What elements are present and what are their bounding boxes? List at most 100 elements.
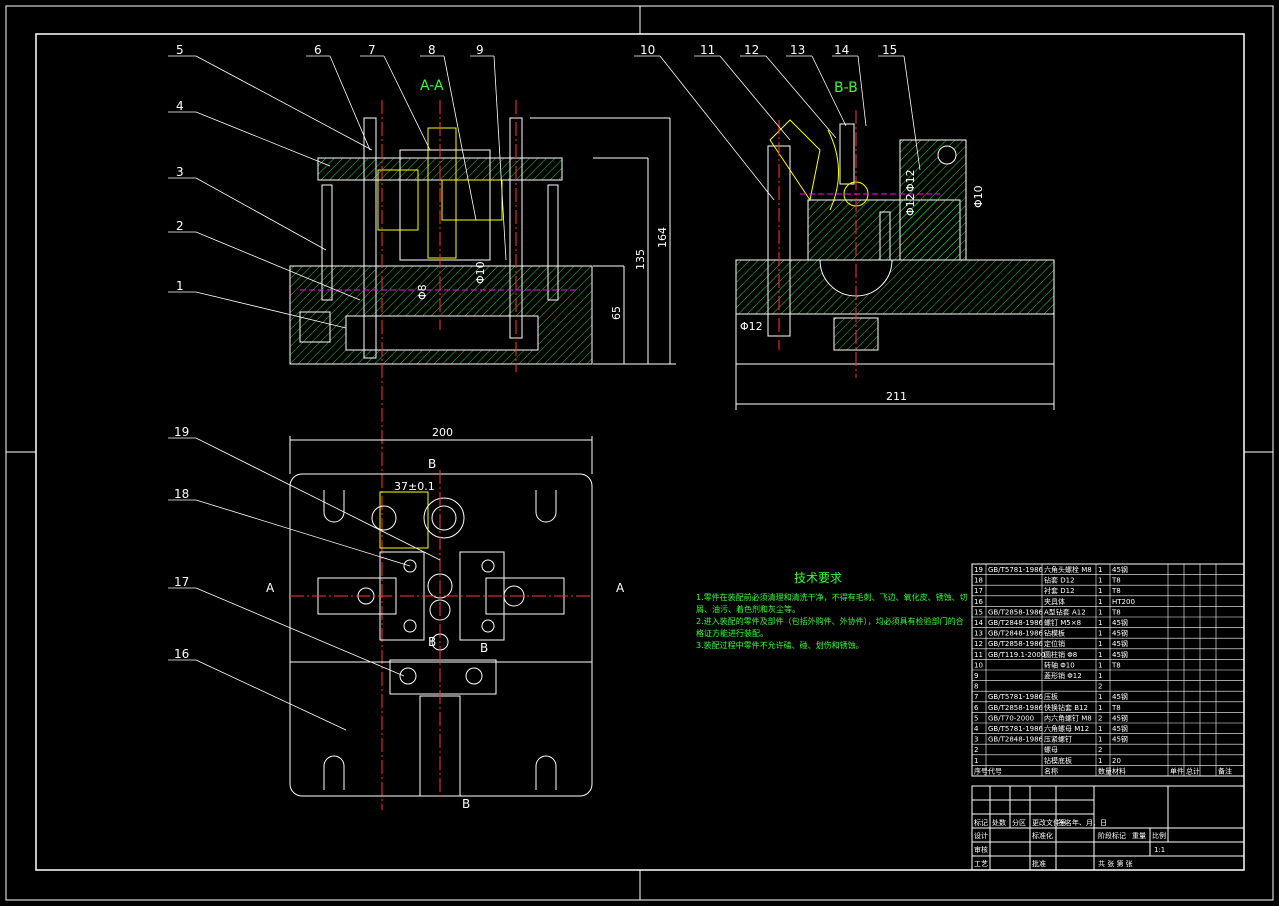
- tb-review: 审核: [974, 845, 988, 854]
- bom-cell-std: GB/T2858-1986: [988, 608, 1044, 616]
- section-b-bottom: B: [462, 797, 470, 811]
- bom-cell-name: 转轴 Φ10: [1044, 660, 1075, 669]
- bom-cell-mat: T8: [1111, 577, 1121, 585]
- bom-cell-qty: 2: [1098, 746, 1102, 754]
- bom-cell-no: 4: [974, 725, 979, 733]
- drawing-frame: [5, 5, 1274, 901]
- bom-cell-no: 2: [974, 746, 978, 754]
- balloon-3: 3: [176, 165, 184, 179]
- bom-cell-qty: 1: [1098, 577, 1102, 585]
- bom-cell-std: GB/T119.1-2000: [988, 651, 1045, 659]
- tb-date: 年、月、日: [1072, 818, 1107, 827]
- leader-lines: [168, 55, 921, 731]
- bom-cell-name: 螺母: [1044, 745, 1058, 754]
- balloon-11: 11: [700, 43, 715, 57]
- dimension-phi-a: Φ8: [416, 284, 429, 300]
- bom-cell-qty: 1: [1098, 619, 1102, 627]
- bom-cell-name: A型钻套 A12: [1044, 607, 1086, 616]
- tech-line-2: 屑、油污、着色剂和灰尘等。: [696, 604, 800, 614]
- bom-cell-no: 11: [974, 651, 983, 659]
- bom-cell-qty: 1: [1098, 566, 1102, 574]
- bom-cell-mat: 45钢: [1112, 692, 1128, 701]
- tb-approve: 批准: [1032, 859, 1046, 868]
- balloon-2: 2: [176, 219, 184, 233]
- bom-cell-no: 19: [974, 566, 983, 574]
- tb-scale-val: 1:1: [1154, 846, 1165, 854]
- bom-cell-qty: 1: [1098, 651, 1102, 659]
- bom-cell-qty: 1: [1098, 640, 1102, 648]
- bom-cell-qty: 2: [1098, 714, 1102, 722]
- bom-cell-mat: 45钢: [1112, 618, 1128, 627]
- bom-cell-no: 1: [974, 757, 978, 765]
- bom-cell-no: 6: [974, 704, 979, 712]
- tb-std: 标准化: [1032, 831, 1053, 840]
- balloon-5: 5: [176, 43, 184, 57]
- bom-cell-no: 12: [974, 640, 983, 648]
- dimension-phi-e: Φ12: [904, 193, 917, 216]
- section-bb-label: B-B: [834, 80, 858, 96]
- bom-header-qty: 数量: [1098, 766, 1112, 775]
- view-section-bb: [735, 110, 1055, 410]
- bom-header-remark: 备注: [1218, 766, 1232, 775]
- bom-cell-no: 14: [974, 619, 983, 627]
- bom-cell-mat: 45钢: [1112, 724, 1128, 733]
- bom-cell-no: 15: [974, 608, 983, 616]
- tb-change: 更改文件号: [1032, 818, 1067, 827]
- balloon-9: 9: [476, 43, 484, 57]
- dimension-phi-c: Φ12: [904, 169, 917, 192]
- bom-cell-no: 13: [974, 630, 983, 638]
- tech-title: 技术要求: [794, 571, 842, 585]
- tech-line-3: 2.进入装配的零件及部件（包括外购件、外协件），均必须具有检验部门的合: [696, 616, 964, 626]
- dimension-phi-b: Φ10: [474, 261, 487, 284]
- bom-cell-std: GB/T2858-1986: [988, 704, 1044, 712]
- dimension-37: 37±0.1: [394, 480, 435, 493]
- section-aa-label: A-A: [420, 78, 444, 94]
- bom-cell-name: 压紧螺钉: [1044, 735, 1072, 744]
- tb-count: 处数: [992, 818, 1006, 827]
- bom-cell-name: 定位销: [1044, 639, 1065, 648]
- bom-header-name: 名称: [1044, 766, 1058, 775]
- dimension-135: 135: [634, 249, 647, 270]
- bom-cell-name: 快换钻套 B12: [1044, 703, 1088, 712]
- dimension-200: 200: [432, 426, 453, 439]
- tb-zone: 分区: [1012, 818, 1026, 827]
- view-section-aa: [289, 100, 676, 810]
- balloon-1: 1: [176, 279, 184, 293]
- bom-cell-name: 内六角螺钉 M8: [1044, 713, 1092, 722]
- bom-cell-mat: 45钢: [1112, 565, 1128, 574]
- bom-cell-mat: 20: [1112, 757, 1121, 765]
- bom-cell-mat: 45钢: [1112, 639, 1128, 648]
- tech-line-5: 3.装配过程中零件不允许磕、碰、划伤和锈蚀。: [696, 640, 864, 650]
- bom-cell-mat: T8: [1111, 587, 1121, 595]
- bom-cell-std: GB/T5781-1986: [988, 725, 1044, 733]
- balloon-14: 14: [834, 43, 849, 57]
- bom-header-no: 序号: [974, 766, 988, 775]
- tb-sheets: 共 张 第 张: [1098, 859, 1133, 868]
- tb-scale: 比例: [1152, 831, 1166, 840]
- bom-cell-std: GB/T5781-1986: [988, 566, 1044, 574]
- bom-cell-std: GB/T2858-1986: [988, 640, 1044, 648]
- bom-cell-qty: 1: [1098, 598, 1102, 606]
- dimension-164: 164: [656, 227, 669, 248]
- balloon-6: 6: [314, 43, 322, 57]
- balloon-19: 19: [174, 425, 189, 439]
- bom-cell-name: 六角螺母 M12: [1044, 724, 1089, 733]
- bom-cell-qty: 1: [1098, 608, 1102, 616]
- bom-cell-name: 菱形销 Φ12: [1044, 671, 1082, 680]
- bom-cell-name: 夹具体: [1044, 597, 1065, 606]
- bom-cell-name: 钻模板: [1044, 629, 1065, 638]
- balloon-7: 7: [368, 43, 376, 57]
- bom-cell-name: 钻模底板: [1044, 756, 1072, 765]
- bom-cell-mat: 45钢: [1112, 629, 1128, 638]
- bom-cell-qty: 1: [1098, 736, 1102, 744]
- bom-cell-name: 压板: [1044, 692, 1058, 701]
- bom-cell-qty: 1: [1098, 672, 1102, 680]
- bom-cell-mat: T8: [1111, 704, 1121, 712]
- bom-cell-std: GB/T2848-1986: [988, 619, 1044, 627]
- view-top: [289, 436, 593, 800]
- balloon-16: 16: [174, 647, 189, 661]
- tb-weight: 重量: [1132, 832, 1146, 840]
- bom-cell-std: GB/T2848-1986: [988, 630, 1044, 638]
